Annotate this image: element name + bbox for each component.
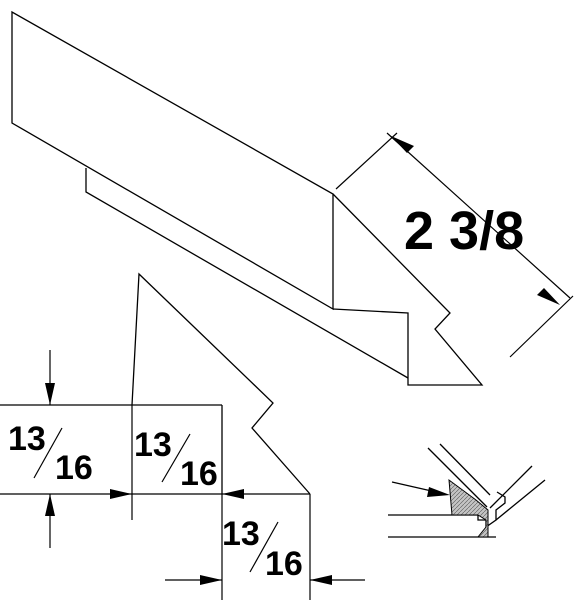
fraction-denominator: 16 [180, 455, 218, 493]
arrowhead [310, 575, 332, 585]
fraction-numerator: 13 [222, 515, 260, 553]
dim-extension-line [509, 295, 574, 358]
dimension-thickness-middle: 13 16 [110, 405, 244, 520]
fraction-numerator: 13 [134, 426, 172, 464]
detail-board-edge [427, 447, 488, 508]
arrowhead [200, 575, 222, 585]
fraction-numerator: 13 [8, 420, 46, 458]
dimension-main-width: 2 3/8 [335, 132, 574, 358]
arrowhead [427, 487, 450, 497]
fraction-bar [161, 433, 191, 483]
molding-top-face [11, 10, 334, 311]
molding-step-face [85, 168, 409, 379]
dim-extension-line [335, 132, 398, 190]
fraction-denominator: 16 [265, 545, 303, 583]
detail-board-edge [495, 479, 546, 521]
arrowhead [45, 383, 55, 405]
molding-end-profile [332, 193, 484, 386]
detail-hatched-section [448, 478, 489, 538]
corner-assembly-detail [388, 443, 546, 538]
fraction-denominator: 16 [55, 449, 93, 487]
arrowhead [45, 494, 55, 516]
dim-label-main: 2 3/8 [404, 201, 524, 261]
arrowhead [537, 288, 560, 305]
detail-board-edge [439, 443, 491, 496]
dimension-thickness-left: 13 16 [0, 350, 222, 548]
fraction-bar [33, 427, 63, 479]
arrowhead [222, 489, 244, 499]
dim-line-main [386, 132, 571, 299]
fraction-bar [249, 521, 279, 573]
arrowhead [391, 136, 414, 153]
molding-3d-view [11, 10, 484, 386]
detail-joint [477, 491, 506, 529]
profile-outline [131, 272, 311, 495]
arrowhead [110, 489, 132, 499]
detail-board-edge [489, 465, 533, 509]
dimension-thickness-bottom: 13 16 [165, 494, 365, 600]
